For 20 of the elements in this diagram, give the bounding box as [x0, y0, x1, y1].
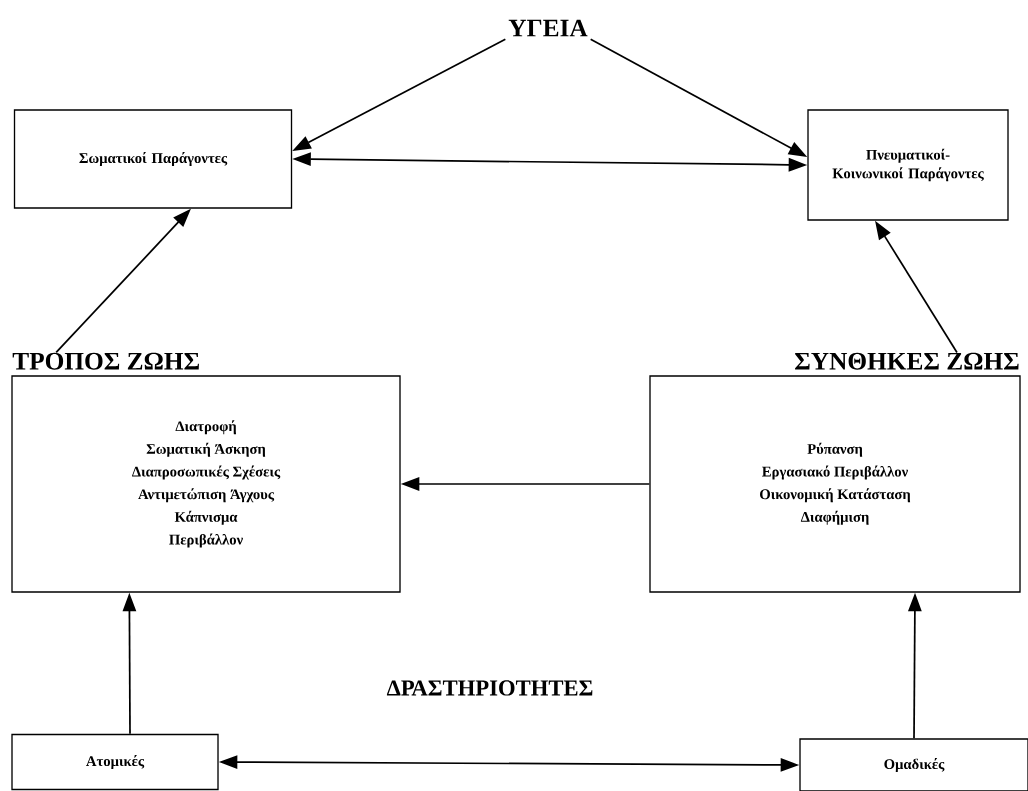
node-label: Οικονομική Κατάσταση [760, 488, 911, 503]
node-label: Αντιμετώπιση Άγχους [138, 488, 275, 503]
node-label: Σωματική Άσκηση [146, 442, 266, 457]
text-box: Ατομικές [11, 733, 219, 791]
text-box: Σωματικοί Παράγοντες [13, 109, 293, 209]
node-label: Διατροφή [175, 420, 237, 435]
heading: ΔΡΑΣΤΗΡΙΟΤΗΤΕΣ [386, 680, 593, 696]
node-label: Κάπνισμα [174, 510, 238, 525]
list-box: Ρύπανση Εργασιακό Περιβάλλον Οικονομική Κατάσταση Διαφήμιση [649, 375, 1021, 593]
heading: ΥΓΕΙΑ [508, 19, 588, 37]
node-label: Διαπροσωπικές Σχέσεις [132, 465, 281, 480]
heading: ΣΥΝΘΗΚΕΣ ΖΩΗΣ [795, 352, 1019, 370]
text-box: Ομαδικές [799, 738, 1028, 791]
list-box: Διατροφή Σωματική Άσκηση Διαπροσωπικές Σχέσεις Αντιμετώπιση Άγχους Κάπνισμα Περιβάλλον [11, 375, 401, 593]
text-box: Πνευματικοί- Κοινωνικοί Παράγοντες [807, 109, 1009, 221]
node-label: Διαφήμιση [800, 510, 869, 525]
node-label: Περιβάλλον [169, 533, 243, 548]
heading: ΤΡΟΠΟΣ ΖΩΗΣ [12, 352, 199, 370]
node-label: Ρύπανση [807, 442, 863, 457]
node-label: Εργασιακό Περιβάλλον [762, 465, 908, 480]
